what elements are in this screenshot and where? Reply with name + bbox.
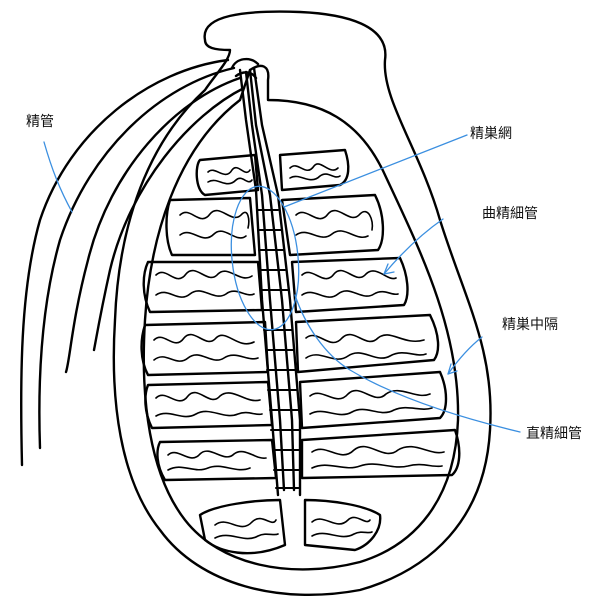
vas-deferens-1 [39, 68, 234, 448]
vas-deferens-2 [66, 78, 240, 372]
label-choku-seisaikan: 直精細管 [526, 426, 582, 442]
label-seisou-chuukaku: 精巣中隔 [502, 317, 558, 333]
label-seisou-mou: 精巣網 [470, 126, 512, 142]
leader-kyoku-seisaikan [384, 219, 443, 274]
label-kyoku-seisaikan: 曲精細管 [482, 206, 538, 222]
label-seikan: 精管 [26, 114, 54, 130]
